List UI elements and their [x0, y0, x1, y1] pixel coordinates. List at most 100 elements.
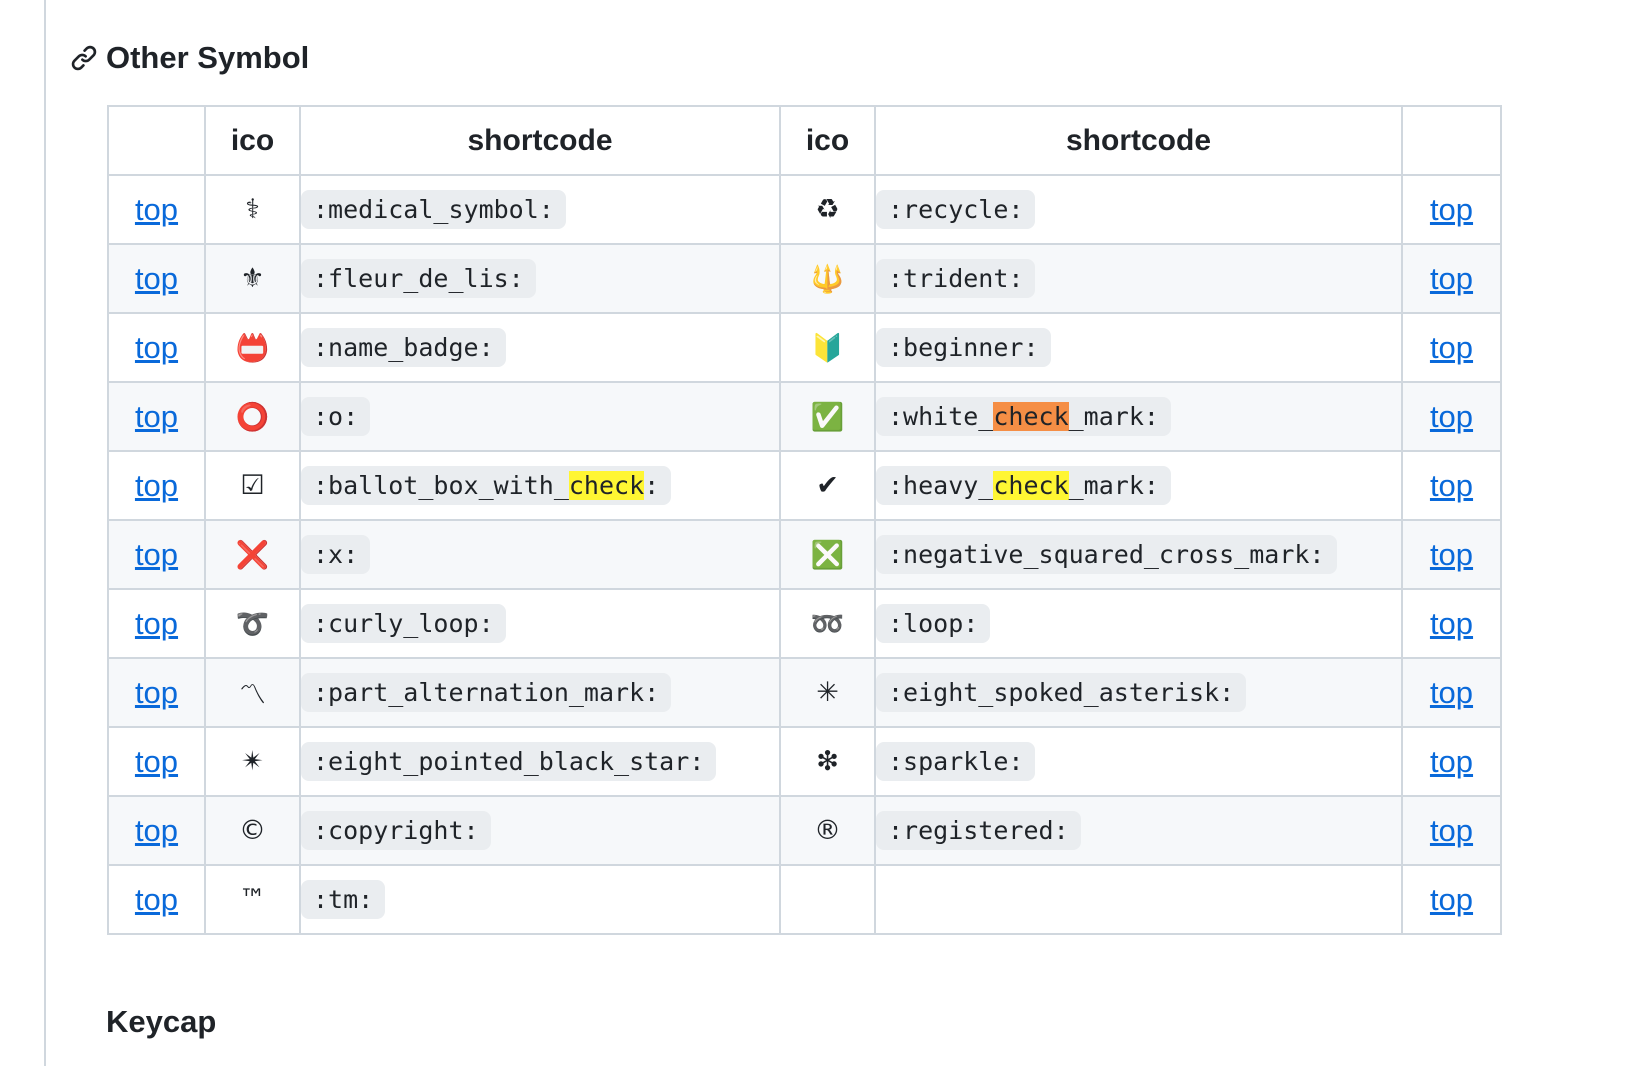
header-shortcode: shortcode — [299, 105, 781, 176]
right-shortcode-cell: :negative_squared_cross_mark: — [874, 519, 1403, 590]
right-emoji-icon: ✔ — [779, 450, 876, 521]
left-shortcode-cell: :tm: — [299, 864, 781, 935]
right-shortcode: :eight_spoked_asterisk: — [876, 673, 1247, 712]
top-link[interactable]: top — [134, 398, 179, 434]
table-row: top ©:copyright: ®:registered: top — [107, 795, 1502, 866]
right-shortcode-cell: :recycle: — [874, 174, 1403, 245]
left-emoji-icon: © — [204, 795, 301, 866]
top-link[interactable]: top — [134, 467, 179, 503]
right-shortcode-cell: :loop: — [874, 588, 1403, 659]
left-emoji-icon: ❌ — [204, 519, 301, 590]
left-top-cell: top — [107, 312, 206, 383]
shortcode-text: :beginner: — [888, 333, 1039, 362]
table-row: top📛:name_badge:🔰:beginner:top — [107, 312, 1502, 383]
left-emoji-icon: ✴ — [204, 726, 301, 797]
right-shortcode: :registered: — [876, 811, 1081, 850]
top-link[interactable]: top — [1429, 467, 1474, 503]
left-top-cell: top — [107, 450, 206, 521]
right-shortcode-cell: :trident: — [874, 243, 1403, 314]
top-link[interactable]: top — [1429, 260, 1474, 296]
shortcode-text: :name_badge: — [313, 333, 494, 362]
left-emoji-icon: ➰ — [204, 588, 301, 659]
right-top-cell: top — [1401, 243, 1502, 314]
left-shortcode-cell: :curly_loop: — [299, 588, 781, 659]
right-shortcode-cell: :white_check_mark: — [874, 381, 1403, 452]
table-row: top✴:eight_pointed_black_star:❇:sparkle:… — [107, 726, 1502, 797]
top-link[interactable]: top — [134, 191, 179, 227]
left-shortcode-cell: :copyright: — [299, 795, 781, 866]
right-shortcode-cell: :beginner: — [874, 312, 1403, 383]
shortcode-text: _mark: — [1068, 471, 1159, 500]
top-link[interactable]: top — [134, 812, 179, 848]
table-row: top ➰:curly_loop:➿ :loop: top — [107, 588, 1502, 659]
left-border-rule — [44, 0, 46, 1066]
right-shortcode-cell: :eight_spoked_asterisk: — [874, 657, 1403, 728]
left-shortcode: :name_badge: — [301, 328, 506, 367]
left-emoji-icon: ☑ — [204, 450, 301, 521]
left-shortcode: :copyright: — [301, 811, 491, 850]
left-shortcode: :medical_symbol: — [301, 190, 566, 229]
left-shortcode: :tm: — [301, 880, 386, 919]
table-row: top ™ :tm: top — [107, 864, 1502, 935]
left-top-cell: top — [107, 381, 206, 452]
top-link[interactable]: top — [1429, 812, 1474, 848]
right-emoji-icon: 🔰 — [779, 312, 876, 383]
top-link[interactable]: top — [1429, 674, 1474, 710]
shortcode-text: :loop: — [888, 609, 979, 638]
shortcode-text: :negative_squared_cross_mark: — [888, 540, 1325, 569]
shortcode-text: :x: — [313, 540, 359, 569]
right-shortcode-cell: :registered: — [874, 795, 1403, 866]
right-shortcode: :loop: — [876, 604, 991, 643]
top-link[interactable]: top — [1429, 605, 1474, 641]
emoji-table: ico shortcode ico shortcode top⚕:medical… — [107, 105, 1502, 935]
top-link[interactable]: top — [134, 743, 179, 779]
top-link[interactable]: top — [1429, 191, 1474, 227]
shortcode-text: :recycle: — [888, 195, 1024, 224]
left-shortcode: :fleur_de_lis: — [301, 259, 536, 298]
right-shortcode: :negative_squared_cross_mark: — [876, 535, 1337, 574]
left-shortcode: :eight_pointed_black_star: — [301, 742, 717, 781]
right-shortcode-cell — [874, 864, 1403, 935]
left-top-cell: top — [107, 657, 206, 728]
shortcode-text: :medical_symbol: — [313, 195, 554, 224]
top-link[interactable]: top — [1429, 398, 1474, 434]
right-emoji-icon: ® — [779, 795, 876, 866]
left-top-cell: top — [107, 243, 206, 314]
top-link[interactable]: top — [1429, 743, 1474, 779]
top-link[interactable]: top — [1429, 881, 1474, 917]
table-row: top❌:x:❎:negative_squared_cross_mark:top — [107, 519, 1502, 590]
left-emoji-icon: ⭕ — [204, 381, 301, 452]
table-row: top⭕:o:✅:white_check_mark:top — [107, 381, 1502, 452]
table-row: top☑:ballot_box_with_check:✔:heavy_check… — [107, 450, 1502, 521]
shortcode-text: :part_alternation_mark: — [313, 678, 660, 707]
top-link[interactable]: top — [134, 260, 179, 296]
search-highlight: check — [568, 471, 645, 500]
top-link[interactable]: top — [1429, 329, 1474, 365]
link-icon[interactable] — [70, 44, 98, 72]
table-row: top⚜:fleur_de_lis:🔱:trident:top — [107, 243, 1502, 314]
right-shortcode: :white_check_mark: — [876, 397, 1171, 436]
top-link[interactable]: top — [1429, 536, 1474, 572]
right-emoji-icon: ➿ — [779, 588, 876, 659]
right-top-cell: top — [1401, 795, 1502, 866]
left-shortcode-cell: :fleur_de_lis: — [299, 243, 781, 314]
left-shortcode: :x: — [301, 535, 371, 574]
left-emoji-icon: ⚕ — [204, 174, 301, 245]
left-emoji-icon: ™ — [204, 864, 301, 935]
header-left-top — [107, 105, 206, 176]
top-link[interactable]: top — [134, 674, 179, 710]
left-top-cell: top — [107, 588, 206, 659]
right-top-cell: top — [1401, 588, 1502, 659]
left-top-cell: top — [107, 174, 206, 245]
top-link[interactable]: top — [134, 605, 179, 641]
right-top-cell: top — [1401, 726, 1502, 797]
section-heading: Other Symbol — [70, 34, 309, 82]
top-link[interactable]: top — [134, 881, 179, 917]
shortcode-text: : — [644, 471, 660, 500]
right-top-cell: top — [1401, 519, 1502, 590]
shortcode-text: :tm: — [313, 885, 374, 914]
left-shortcode-cell: :name_badge: — [299, 312, 781, 383]
top-link[interactable]: top — [134, 536, 179, 572]
top-link[interactable]: top — [134, 329, 179, 365]
shortcode-text: :o: — [313, 402, 359, 431]
